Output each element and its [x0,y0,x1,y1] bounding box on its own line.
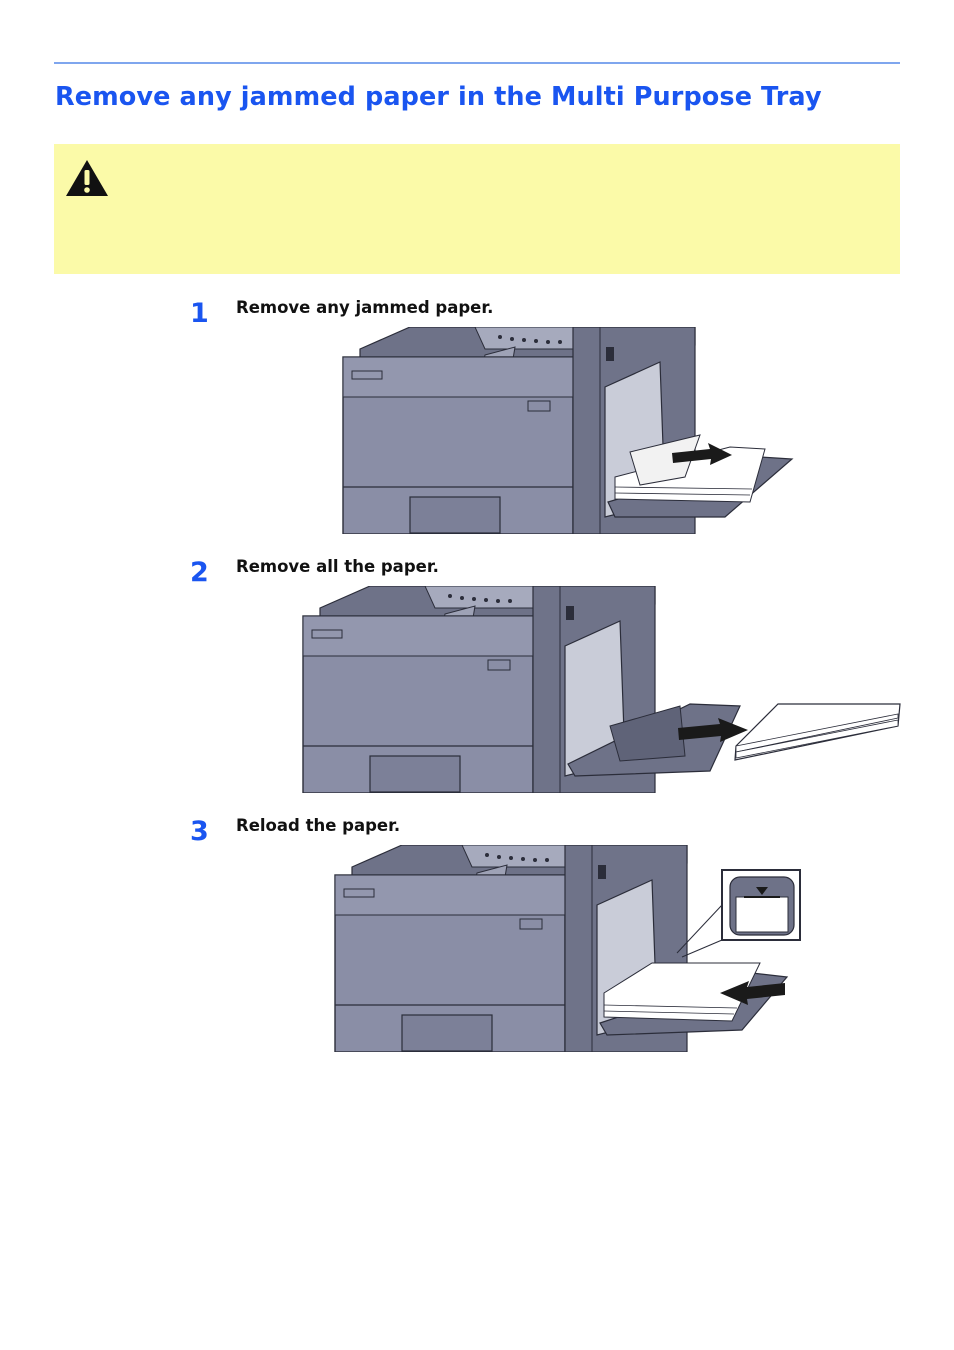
warning-triangle-icon [66,160,108,196]
step-text-3: Reload the paper. [236,816,401,835]
caution-box [54,144,900,274]
step-number-2: 2 [190,557,209,588]
step-number-3: 3 [190,816,209,847]
illustration-reload-paper [332,845,802,1052]
illustration-remove-all-paper [300,586,904,793]
step-number-1: 1 [190,298,209,329]
illustration-remove-jammed-paper [340,327,800,534]
step-text-1: Remove any jammed paper. [236,298,494,317]
step-text-2: Remove all the paper. [236,557,439,576]
top-rule [54,62,900,64]
page-title: Remove any jammed paper in the Multi Pur… [55,82,822,112]
